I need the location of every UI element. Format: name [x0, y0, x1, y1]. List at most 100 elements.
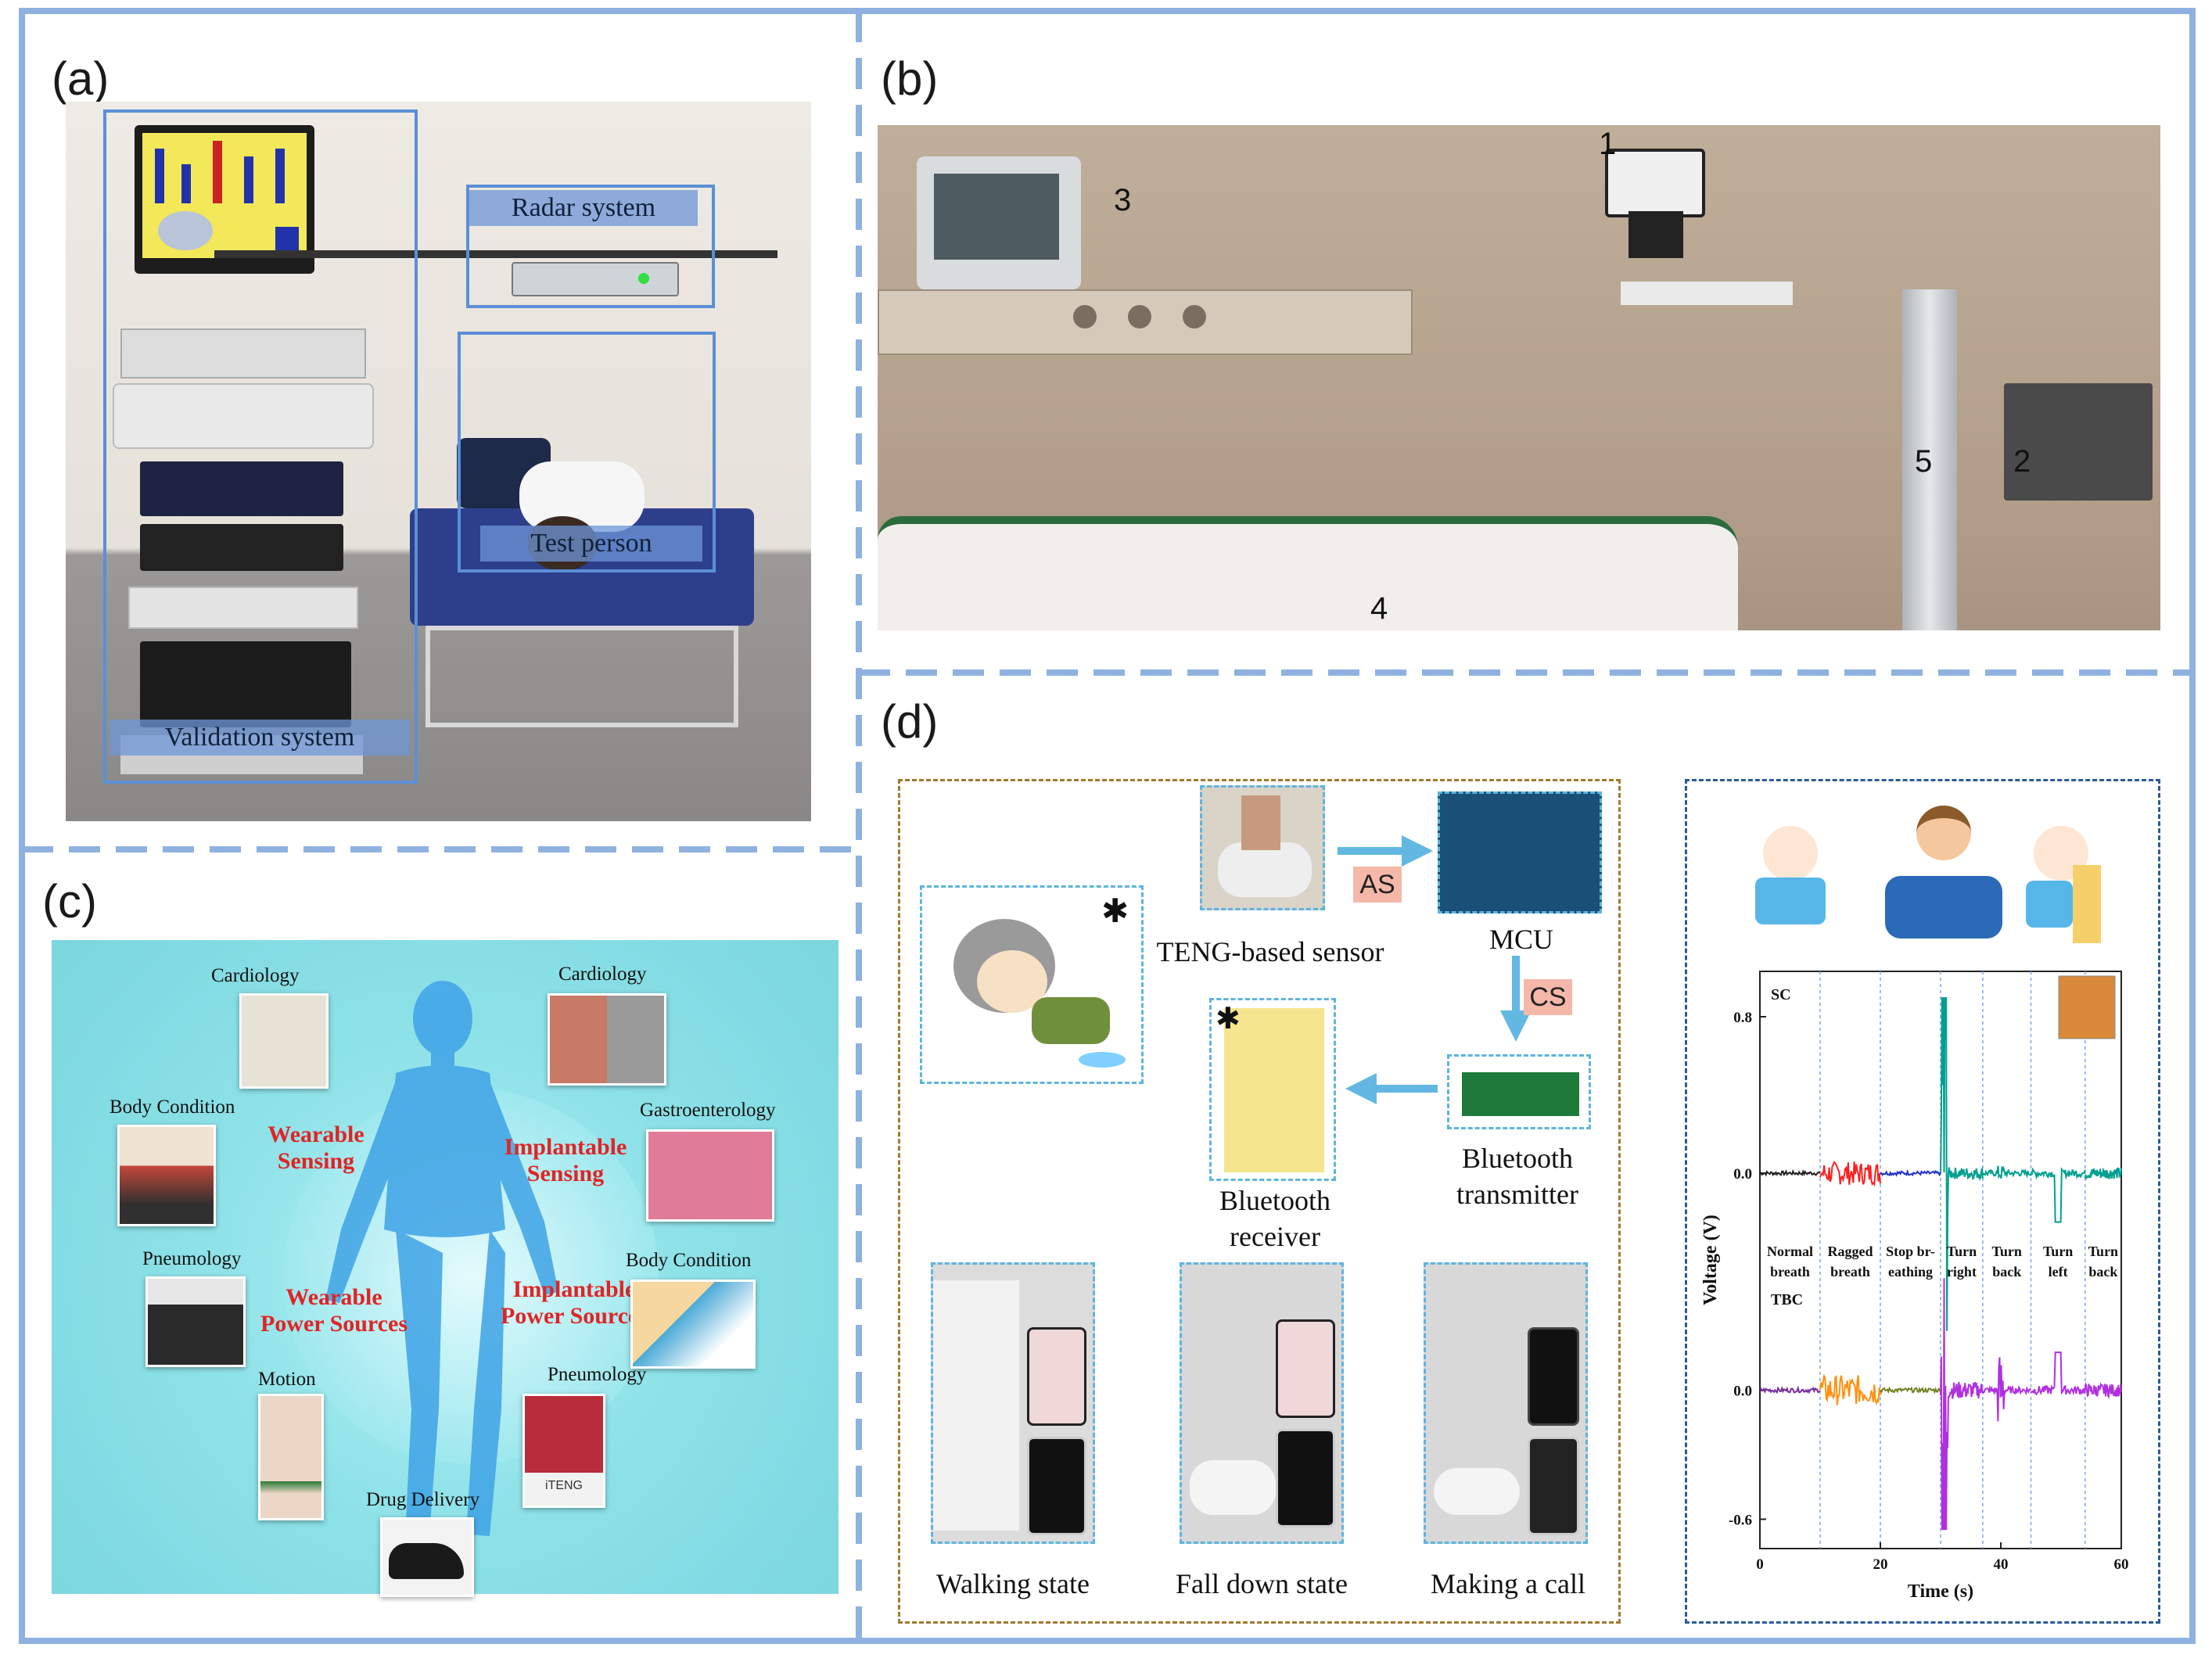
chart-area-border — [1685, 779, 2160, 1624]
segment-label-3-line-0: Turn — [1947, 1244, 1977, 1259]
signal-sc-segment-2 — [1880, 1168, 1941, 1177]
bt-transmitter-photo-box — [1447, 1054, 1591, 1129]
label-5: 5 — [1915, 444, 1933, 479]
y-tick-label-tbc-1: -0.6 — [1729, 1513, 1752, 1529]
making-call-label: Making a call — [1431, 1568, 1585, 1599]
signal-sc-segment-1 — [1819, 1161, 1881, 1187]
bt-transmitter-label: Bluetooth transmitter — [1456, 1143, 1578, 1210]
flow-area-border — [898, 779, 1621, 1624]
panel-c-letter: (c) — [42, 875, 97, 928]
signal-tbc-segment-3 — [1940, 1278, 1984, 1531]
mcu-label: MCU — [1488, 924, 1554, 955]
cartoon-sleeping-child — [1755, 826, 1826, 935]
implantable-sensing-label: Implantable Sensing — [504, 1134, 627, 1186]
signal-tbc-segment-2 — [1880, 1386, 1941, 1394]
segment-label-3-line-1: right — [1947, 1264, 1977, 1280]
gastroenterology-label: Gastroenterology — [640, 1100, 776, 1121]
cardiology-right-label: Cardiology — [558, 964, 647, 985]
pole-illustration — [1902, 289, 1957, 630]
segment-label-5-line-1: left — [2049, 1264, 2068, 1280]
segment-label-5-line-0: Turn — [2043, 1244, 2073, 1259]
signal-tbc-segment-1 — [1819, 1373, 1881, 1406]
panel-a-letter: (a) — [52, 52, 110, 105]
signal-tbc-segment-5 — [2031, 1351, 2086, 1396]
human-skeleton-figure — [325, 981, 558, 1566]
segment-label-1-line-0: Ragged — [1828, 1244, 1873, 1259]
mcu-photo-box — [1438, 791, 1602, 913]
panel-d-letter: (d) — [881, 695, 939, 748]
iteng-card-text: iTENG — [545, 1479, 583, 1492]
patient-monitor — [917, 156, 1081, 289]
label-1: 1 — [1599, 127, 1617, 161]
segment-label-2-line-1: eathing — [1888, 1264, 1933, 1280]
cart-illustration — [113, 328, 374, 798]
wearable-power-label: Wearable Power Sources — [260, 1284, 408, 1337]
as-tag: AS — [1353, 867, 1402, 903]
bluetooth-icon: ✱ — [1216, 1001, 1241, 1035]
label-4: 4 — [1370, 591, 1388, 626]
cardiology-left-card — [239, 993, 329, 1089]
radar-illustration — [214, 250, 777, 258]
signal-sc-segment-3 — [1940, 996, 1984, 1331]
pneumology-left-label: Pneumology — [142, 1248, 242, 1269]
voltage-chart: SC0.80.0TBC0.0-0.6NormalbreathRaggedbrea… — [1700, 971, 2129, 1602]
gastroenterology-card — [646, 1129, 774, 1222]
label-3: 3 — [1114, 183, 1132, 217]
cardiology-right-card — [548, 993, 666, 1086]
drug-delivery-label: Drug Delivery — [366, 1489, 480, 1510]
laptop-illustration — [2004, 383, 2153, 501]
motion-label: Motion — [258, 1369, 316, 1390]
y-tick-label-sc-0: 0.8 — [1733, 1010, 1752, 1026]
signal-tbc-segment-0 — [1759, 1385, 1821, 1394]
motion-card — [258, 1394, 324, 1520]
cs-tag: CS — [1524, 979, 1572, 1015]
segment-label-4-line-1: back — [1992, 1264, 2021, 1280]
y-tick-label-sc-1: 0.0 — [1733, 1166, 1752, 1183]
x-axis-title: Time (s) — [1908, 1581, 1973, 1602]
call-photo-box — [1424, 1262, 1588, 1544]
panel-c-figure: Wearable Sensing Implantable Sensing Wea… — [52, 940, 838, 1594]
radar-system-box — [466, 185, 715, 308]
segment-label-6-line-1: back — [2088, 1264, 2117, 1280]
body-condition-right-label: Body Condition — [626, 1250, 752, 1271]
cardiology-left-label: Cardiology — [211, 965, 300, 986]
wearable-sensing-label: Wearable Sensing — [268, 1122, 364, 1174]
y-axis-title: Voltage (V) — [1700, 1215, 1721, 1305]
pneumology-right-card: iTENG — [522, 1394, 605, 1508]
x-tick-label-2: 40 — [1994, 1556, 2009, 1573]
segment-label-1-line-1: breath — [1830, 1264, 1870, 1280]
panel-b-letter: (b) — [881, 52, 939, 105]
signal-sc-segment-6 — [2084, 1167, 2122, 1180]
body-condition-left-label: Body Condition — [110, 1097, 235, 1118]
body-condition-right-card — [630, 1280, 756, 1369]
walking-state-label: Walking state — [935, 1568, 1090, 1599]
sensor-photo-box — [1200, 785, 1325, 910]
x-tick-label-0: 0 — [1756, 1556, 1764, 1573]
x-tick-label-3: 60 — [2114, 1556, 2129, 1573]
panel-b-photo — [878, 125, 2160, 630]
radar-system-label: Radar system — [469, 190, 698, 226]
series-label-tbc: TBC — [1771, 1291, 1803, 1308]
x-tick-label-1: 20 — [1873, 1556, 1888, 1573]
drug-delivery-card — [380, 1517, 474, 1597]
y-tick-label-tbc-0: 0.0 — [1733, 1384, 1752, 1400]
walking-photo-box — [931, 1262, 1095, 1544]
validation-system-box — [103, 109, 418, 784]
segment-label-6-line-0: Turn — [2088, 1244, 2118, 1259]
bluetooth-icon: ✱ — [1101, 892, 1129, 930]
teng-sensor-label: TENG-based sensor — [1156, 936, 1384, 967]
bt-receiver-label: Bluetooth receiver — [1219, 1185, 1330, 1252]
body-condition-left-card — [117, 1125, 216, 1226]
segment-label-0-line-1: breath — [1770, 1264, 1810, 1280]
signal-sc-segment-0 — [1759, 1168, 1821, 1177]
bed-mattress — [878, 516, 1738, 630]
pneumology-left-card — [145, 1276, 246, 1367]
fall-cartoon-box — [920, 885, 1144, 1084]
test-person-box — [458, 332, 716, 572]
label-2: 2 — [2013, 444, 2031, 479]
fall-down-state-label: Fall down state — [1176, 1568, 1348, 1599]
segment-label-2-line-0: Stop br- — [1886, 1244, 1935, 1259]
signal-tbc-segment-4 — [1982, 1357, 2032, 1422]
validation-system-label: Validation system — [110, 720, 410, 756]
